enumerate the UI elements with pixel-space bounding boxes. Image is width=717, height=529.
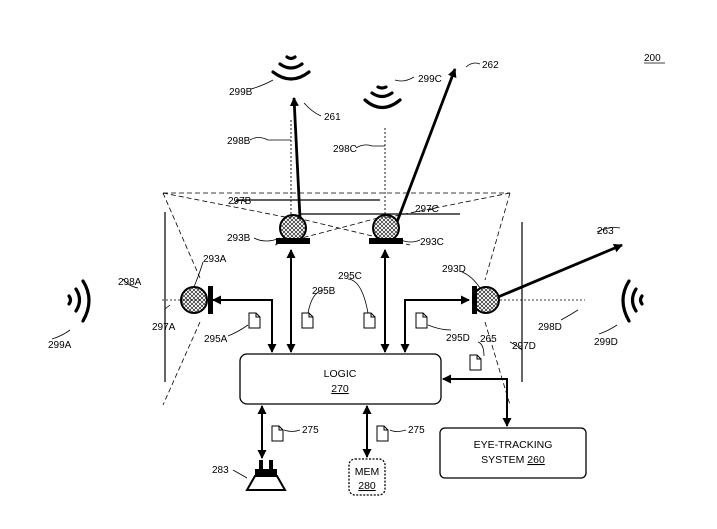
memory-title: MEM bbox=[355, 466, 380, 478]
label-297c: 297C bbox=[415, 204, 439, 215]
label-295c: 295C bbox=[338, 271, 362, 282]
document-icon-275-right bbox=[376, 425, 389, 442]
field-boundaries bbox=[164, 199, 523, 382]
label-262: 262 bbox=[482, 60, 499, 71]
label-293c: 293C bbox=[420, 237, 444, 248]
label-265: 265 bbox=[480, 334, 497, 345]
label-293b: 293B bbox=[227, 233, 251, 244]
label-299d: 299D bbox=[594, 337, 618, 348]
microphone-icon-293a bbox=[180, 286, 213, 314]
figure-number: 200 bbox=[644, 53, 661, 64]
label-299a: 299A bbox=[48, 340, 72, 351]
label-297a: 297A bbox=[152, 322, 176, 333]
label-293a: 293A bbox=[203, 254, 227, 265]
reference-labels: 299B 299C 261 262 298B 298C 297B 297C 29… bbox=[48, 60, 618, 476]
axis-lines bbox=[290, 120, 386, 218]
document-icon-295c bbox=[363, 312, 376, 329]
sound-wave-icon-299d bbox=[621, 279, 644, 323]
document-icon-295a bbox=[248, 312, 261, 329]
label-298c: 298C bbox=[333, 144, 357, 155]
sound-wave-icon-299b bbox=[271, 55, 311, 81]
label-293d: 293D bbox=[442, 264, 466, 275]
eye-tracking-title: EYE-TRACKING bbox=[474, 439, 553, 451]
label-298d: 298D bbox=[538, 322, 562, 333]
leader-lines bbox=[51, 62, 621, 479]
logic-box bbox=[239, 353, 442, 405]
memory-box bbox=[348, 458, 386, 496]
microphone-icon-293c bbox=[369, 214, 403, 244]
document-icon-295d bbox=[415, 312, 428, 329]
label-299b: 299B bbox=[229, 87, 253, 98]
label-299c: 299C bbox=[418, 74, 442, 85]
label-295a: 295A bbox=[204, 334, 228, 345]
label-261: 261 bbox=[324, 112, 341, 123]
direction-arrows bbox=[289, 68, 623, 299]
label-298a: 298A bbox=[118, 277, 142, 288]
sound-wave-icon-299a bbox=[67, 279, 91, 323]
label-295b: 295B bbox=[312, 286, 336, 297]
logic-title: LOGIC bbox=[324, 368, 357, 380]
label-263: 263 bbox=[597, 226, 614, 237]
connection-arrows bbox=[212, 249, 512, 459]
eye-tracking-subtitle: SYSTEM 260 bbox=[481, 454, 545, 466]
label-295d: 295D bbox=[446, 333, 470, 344]
label-297b: 297B bbox=[228, 196, 252, 207]
memory-number: 280 bbox=[358, 480, 376, 492]
label-298b: 298B bbox=[227, 136, 251, 147]
document-icon-295b bbox=[301, 312, 314, 329]
microphone-icon-293b bbox=[276, 214, 310, 244]
sound-wave-icon-299c bbox=[363, 85, 402, 110]
speaker-icon bbox=[245, 460, 287, 491]
eye-tracking-box bbox=[439, 427, 587, 479]
label-283: 283 bbox=[212, 465, 229, 476]
label-275-left: 275 bbox=[302, 425, 319, 436]
document-icon-275-left bbox=[271, 425, 284, 442]
microphone-icon-293d bbox=[472, 286, 500, 314]
label-275-right: 275 bbox=[408, 425, 425, 436]
label-297d: 297D bbox=[512, 341, 536, 352]
document-icon-265 bbox=[469, 354, 482, 371]
logic-number: 270 bbox=[331, 383, 349, 395]
